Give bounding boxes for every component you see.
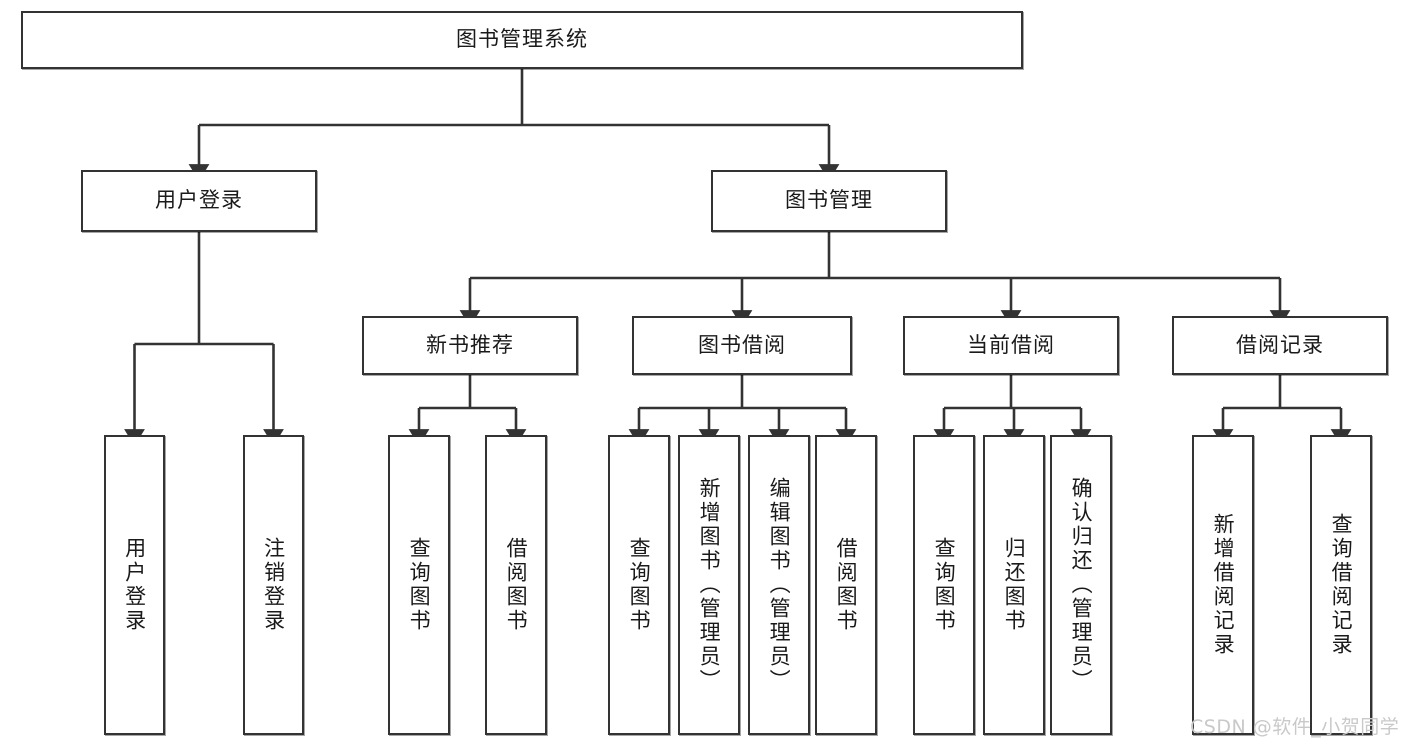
node-leaf-query-borrow-record[interactable]: 查询借阅记录 bbox=[1310, 435, 1372, 735]
node-label: 新书推荐 bbox=[426, 332, 514, 357]
node-leaf-edit-book[interactable]: 编辑图书（管理员） bbox=[748, 435, 810, 735]
node-borrow-record[interactable]: 借阅记录 bbox=[1172, 316, 1388, 375]
node-leaf-add-borrow-record[interactable]: 新增借阅记录 bbox=[1192, 435, 1254, 735]
node-label: 借阅记录 bbox=[1236, 332, 1324, 357]
watermark-text: CSDN @软件_小贺同学 bbox=[1190, 716, 1400, 738]
node-label: 查询图书 bbox=[627, 537, 652, 633]
node-label: 编辑图书（管理员） bbox=[767, 477, 792, 693]
node-leaf-logout[interactable]: 注销登录 bbox=[243, 435, 304, 735]
node-leaf-query-book-1[interactable]: 查询图书 bbox=[388, 435, 450, 735]
node-leaf-user-login[interactable]: 用户登录 bbox=[104, 435, 165, 735]
node-user-login[interactable]: 用户登录 bbox=[81, 170, 317, 232]
node-label: 查询借阅记录 bbox=[1329, 513, 1354, 657]
node-current-borrow[interactable]: 当前借阅 bbox=[903, 316, 1119, 375]
node-label: 图书借阅 bbox=[698, 332, 786, 357]
node-new-book-recommend[interactable]: 新书推荐 bbox=[362, 316, 578, 375]
node-label: 借阅图书 bbox=[834, 537, 859, 633]
node-leaf-confirm-return[interactable]: 确认归还（管理员） bbox=[1050, 435, 1112, 735]
node-leaf-add-book[interactable]: 新增图书（管理员） bbox=[678, 435, 740, 735]
node-label: 查询图书 bbox=[932, 537, 957, 633]
node-label: 新增借阅记录 bbox=[1211, 513, 1236, 657]
node-label: 当前借阅 bbox=[967, 332, 1055, 357]
node-label: 图书管理 bbox=[785, 188, 873, 213]
node-label: 借阅图书 bbox=[504, 537, 529, 633]
node-leaf-query-book-3[interactable]: 查询图书 bbox=[913, 435, 975, 735]
node-label: 查询图书 bbox=[407, 537, 432, 633]
node-leaf-query-book-2[interactable]: 查询图书 bbox=[608, 435, 670, 735]
node-leaf-borrow-book-2[interactable]: 借阅图书 bbox=[815, 435, 877, 735]
node-leaf-borrow-book-1[interactable]: 借阅图书 bbox=[485, 435, 547, 735]
node-book-manage[interactable]: 图书管理 bbox=[711, 170, 947, 232]
node-label: 新增图书（管理员） bbox=[697, 477, 722, 693]
node-label: 注销登录 bbox=[261, 537, 286, 633]
node-label: 确认归还（管理员） bbox=[1069, 477, 1094, 693]
node-label: 用户登录 bbox=[122, 537, 147, 633]
node-leaf-return-book[interactable]: 归还图书 bbox=[983, 435, 1045, 735]
node-book-borrow[interactable]: 图书借阅 bbox=[632, 316, 852, 375]
node-label: 图书管理系统 bbox=[456, 27, 588, 52]
node-label: 归还图书 bbox=[1002, 537, 1027, 633]
node-root[interactable]: 图书管理系统 bbox=[21, 11, 1023, 69]
node-label: 用户登录 bbox=[155, 188, 243, 213]
